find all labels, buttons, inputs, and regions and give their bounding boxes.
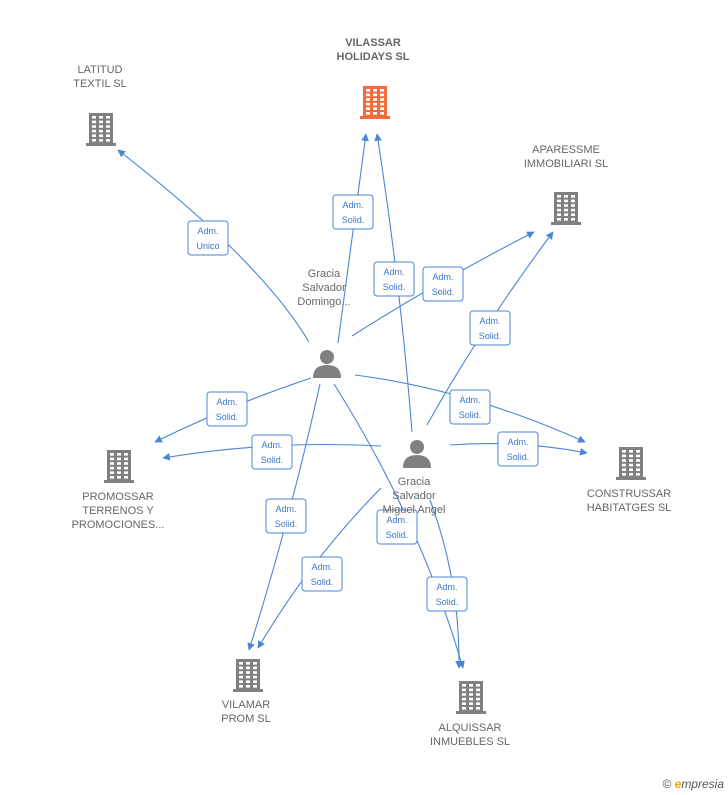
person-label: Gracia [398, 476, 431, 488]
company-label: IMMOBILIARI SL [524, 158, 608, 170]
edge-label-domingo-alquissar[interactable]: Adm. Solid. [376, 509, 418, 545]
edge-label-domingo-construssar[interactable]: Adm. Solid. [449, 389, 491, 425]
company-label: PROMOSSAR [82, 491, 154, 503]
edge-label-miguel-aparessme[interactable]: Adm. Solid. [469, 310, 511, 346]
company-label: TERRENOS Y [82, 505, 154, 517]
person-label: Salvador [302, 282, 346, 294]
edge-label-box [251, 434, 293, 470]
edge-label-miguel-vilamar[interactable]: Adm. Solid. [301, 556, 343, 592]
footer-brand[interactable]: © empresia [662, 777, 724, 791]
edge-label-text: Adm. [311, 562, 332, 572]
building-icon [456, 681, 486, 714]
edge-label-domingo-promossar[interactable]: Adm. Solid. [206, 391, 248, 427]
edge-label-text: Adm. [342, 200, 363, 210]
edge-label-text: Adm. [479, 316, 500, 326]
company-node-vilassar[interactable]: VILASSAR HOLIDAYS SL [337, 37, 410, 119]
edge-label-box [469, 310, 511, 346]
edge-label-text: Solid. [275, 519, 298, 529]
company-node-construssar[interactable]: CONSTRUSSAR HABITATGES SL [587, 447, 672, 514]
edge-label-text: Adm. [383, 267, 404, 277]
edge-label-box [449, 389, 491, 425]
brand-name: empresia [674, 777, 724, 791]
person-label: Miguel Angel [383, 504, 446, 516]
company-node-aparessme[interactable]: APARESSME IMMOBILIARI SL [524, 144, 608, 225]
edge-label-text: Adm. [275, 504, 296, 514]
company-label: VILASSAR [345, 37, 401, 49]
person-label: Gracia [308, 268, 341, 280]
edge-label-miguel-construssar[interactable]: Adm. Solid. [497, 431, 539, 467]
building-icon [360, 86, 390, 119]
edge-label-box [332, 194, 374, 230]
building-icon [616, 447, 646, 480]
edge-label-text: Adm. [197, 226, 218, 236]
nodes-layer: VILASSAR HOLIDAYS SL LATITUD TEXTIL SL APARE… [72, 37, 672, 748]
company-label: CONSTRUSSAR [587, 488, 671, 500]
company-node-alquissar[interactable]: ALQUISSAR INMUEBLES SL [430, 681, 510, 748]
edge-label-text: Solid. [507, 452, 530, 462]
edge-label-text: Adm. [386, 515, 407, 525]
edge-label-text: Solid. [216, 412, 239, 422]
company-label: APARESSME [532, 144, 600, 156]
company-label: INMUEBLES SL [430, 736, 510, 748]
edge-label-text: Unico [196, 241, 219, 251]
edge-label-box [497, 431, 539, 467]
person-label: Salvador [392, 490, 436, 502]
edge-label-text: Solid. [436, 597, 459, 607]
edge-domingo-latitud [117, 149, 310, 343]
edge-label-domingo-vilassar[interactable]: Adm. Solid. [332, 194, 374, 230]
company-label: VILAMAR [222, 699, 270, 711]
edge-label-box [426, 576, 468, 612]
edge-label-text: Adm. [432, 272, 453, 282]
building-icon [86, 113, 116, 146]
edge-label-box [206, 391, 248, 427]
edge-label-text: Adm. [216, 397, 237, 407]
edge-label-text: Solid. [432, 287, 455, 297]
edge-label-box [422, 266, 464, 302]
edge-label-text: Solid. [459, 410, 482, 420]
edge-label-miguel-vilassar[interactable]: Adm. Solid. [373, 261, 415, 297]
company-node-vilamar[interactable]: VILAMAR PROM SL [221, 659, 271, 725]
company-label: TEXTIL SL [73, 78, 126, 90]
company-label: LATITUD [77, 64, 122, 76]
company-label: PROMOCIONES... [72, 519, 165, 531]
edge-label-box [373, 261, 415, 297]
building-icon [233, 659, 263, 692]
edge-label-text: Adm. [436, 582, 457, 592]
person-label: Domingo... [297, 296, 350, 308]
company-label: HABITATGES SL [587, 502, 672, 514]
edge-label-domingo-latitud[interactable]: Adm. Unico [187, 220, 229, 256]
company-node-promossar[interactable]: PROMOSSAR TERRENOS Y PROMOCIONES... [72, 450, 165, 531]
building-icon [104, 450, 134, 483]
edge-label-text: Adm. [261, 440, 282, 450]
edge-label-text: Solid. [383, 282, 406, 292]
edge-label-text: Solid. [386, 530, 409, 540]
building-icon [551, 192, 581, 225]
person-node-domingo[interactable]: GraciaSalvadorDomingo... [297, 268, 351, 378]
edge-label-text: Adm. [507, 437, 528, 447]
edge-label-miguel-alquissar[interactable]: Adm. Solid. [426, 576, 468, 612]
edge-label-miguel-promossar[interactable]: Adm. Solid. [251, 434, 293, 470]
edge-domingo-vilassar [337, 133, 369, 344]
edge-label-text: Solid. [311, 577, 334, 587]
edge-label-text: Solid. [261, 455, 284, 465]
edge-label-box [187, 220, 229, 256]
company-label: PROM SL [221, 713, 271, 725]
person-icon [403, 440, 431, 468]
copyright-icon: © [662, 777, 672, 791]
edge-label-domingo-vilamar[interactable]: Adm. Solid. [265, 498, 307, 534]
company-node-latitud[interactable]: LATITUD TEXTIL SL [73, 64, 127, 146]
edge-labels-layer: Adm.UnicoAdm.Solid.Adm.Solid.Adm.Solid.A… [187, 194, 539, 612]
edge-label-box [376, 509, 418, 545]
edge-label-text: Solid. [479, 331, 502, 341]
company-label: ALQUISSAR [439, 722, 502, 734]
person-icon [313, 350, 341, 378]
edge-label-box [301, 556, 343, 592]
edge-label-text: Adm. [459, 395, 480, 405]
edge-label-domingo-aparessme[interactable]: Adm. Solid. [422, 266, 464, 302]
company-label: HOLIDAYS SL [337, 51, 410, 63]
edge-label-text: Solid. [342, 215, 365, 225]
edge-label-box [265, 498, 307, 534]
